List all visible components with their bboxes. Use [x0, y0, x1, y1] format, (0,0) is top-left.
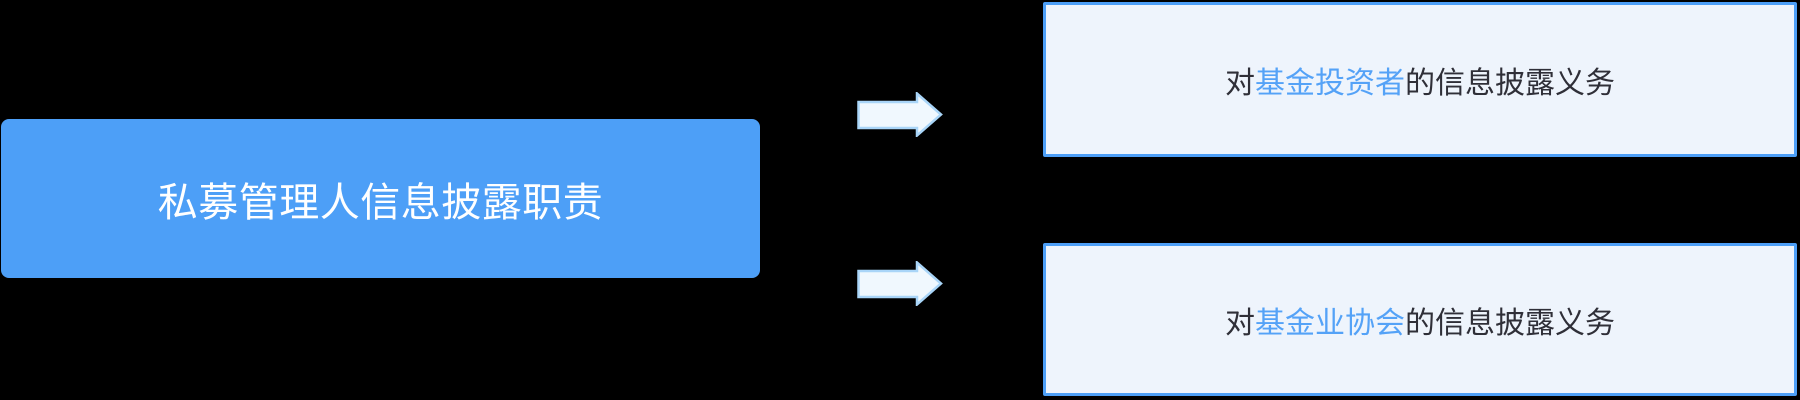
branch-label-prefix: 对 [1225, 66, 1255, 100]
branch-label-suffix: 的信息披露义务 [1405, 306, 1615, 340]
branch-label-suffix: 的信息披露义务 [1405, 66, 1615, 100]
root-node-label: 私募管理人信息披露职责 [157, 180, 604, 225]
branch-node-association-disclosure: 对基金业协会的信息披露义务 [1043, 243, 1797, 396]
branch-node-investor-disclosure: 对基金投资者的信息披露义务 [1043, 2, 1797, 157]
arrow-right-icon [857, 261, 943, 306]
arrow-right-icon [857, 92, 943, 137]
root-node-manager-disclosure-duty: 私募管理人信息披露职责 [1, 119, 760, 278]
branch-label-prefix: 对 [1225, 306, 1255, 340]
branch-label-highlight-fund-investors: 基金投资者 [1255, 66, 1405, 100]
branch-label-highlight-fund-association: 基金业协会 [1255, 306, 1405, 340]
